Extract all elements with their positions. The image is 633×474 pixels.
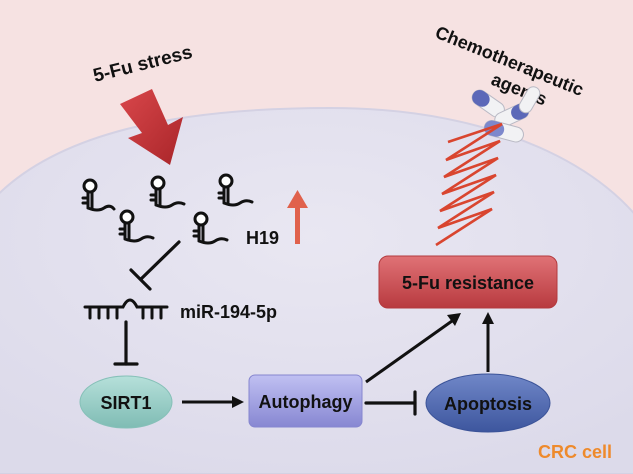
resistance-node: 5-Fu resistance xyxy=(378,255,558,309)
autophagy-node: Autophagy xyxy=(248,374,363,428)
inhibition-autophagy-apoptosis xyxy=(364,390,417,416)
apoptosis-label: Apoptosis xyxy=(444,394,532,414)
big-down-arrow-icon xyxy=(120,89,183,165)
upregulation-arrow-icon xyxy=(287,190,308,244)
cell-label: CRC cell xyxy=(538,442,612,462)
arrow-apoptosis-resistance xyxy=(482,312,494,372)
arrow-sirt1-autophagy xyxy=(182,396,244,408)
mirna-strand-icon xyxy=(83,298,169,320)
hairpin-rna-icon xyxy=(81,173,254,245)
zigzag-barrier xyxy=(435,122,503,247)
sirt1-label: SIRT1 xyxy=(100,393,151,413)
resistance-label: 5-Fu resistance xyxy=(402,273,534,293)
arrow-autophagy-resistance xyxy=(365,313,461,384)
h19-label: H19 xyxy=(246,228,279,248)
inhibition-mirna-sirt1 xyxy=(113,320,139,366)
inhibition-h19-mirna xyxy=(129,240,181,291)
autophagy-label: Autophagy xyxy=(259,392,353,412)
sirt1-node: SIRT1 xyxy=(79,375,173,429)
apoptosis-node: Apoptosis xyxy=(425,373,551,433)
mirna-label: miR-194-5p xyxy=(180,302,277,322)
